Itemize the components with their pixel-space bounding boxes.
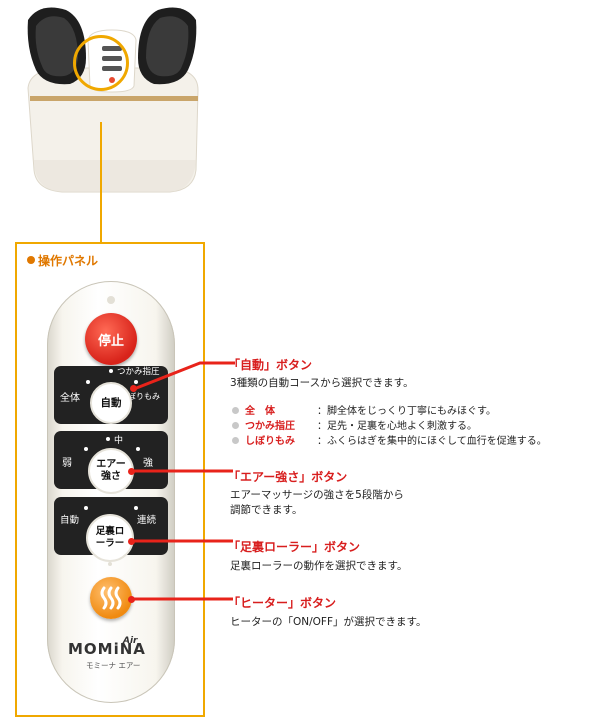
led-strong bbox=[136, 447, 140, 451]
heat-waves-icon bbox=[100, 586, 122, 610]
label-zentai: 全体 bbox=[60, 393, 80, 404]
brand-logo-subtitle: モミーナ エアー bbox=[86, 661, 141, 670]
panel-leader-line bbox=[100, 122, 102, 244]
air-heading: 「エアー強さ」ボタン bbox=[228, 470, 348, 484]
callout-dot-air bbox=[128, 468, 135, 475]
heater-description: ヒーターの「ON/OFF」が選択できます。 bbox=[230, 616, 427, 628]
product-illustration bbox=[27, 7, 199, 193]
bullet-icon bbox=[232, 422, 239, 429]
course-row-tsukami: つかみ指圧：足先・足裏を心地よく刺激する。 bbox=[232, 417, 477, 432]
led-tsukami bbox=[109, 369, 113, 373]
led-shibori bbox=[134, 380, 138, 384]
label-tsukami: つかみ指圧 bbox=[117, 367, 160, 377]
callout-line-roller bbox=[132, 539, 233, 543]
led-zentai bbox=[86, 380, 90, 384]
callout-dot-auto bbox=[130, 385, 137, 392]
callout-line-heater bbox=[132, 597, 233, 601]
led-roller-continuous bbox=[134, 506, 138, 510]
callout-line-auto bbox=[133, 361, 235, 391]
roller-description: 足裏ローラーの動作を選択できます。 bbox=[230, 560, 408, 572]
course-row-zentai: 全 体：脚全体をじっくり丁寧にもみほぐす。 bbox=[232, 402, 496, 417]
foot-roller-button[interactable]: 足裏ローラー bbox=[86, 514, 134, 562]
air-description-line1: エアーマッサージの強さを5段階から bbox=[230, 489, 404, 501]
air-description-line2: 調節できます。 bbox=[230, 504, 303, 516]
auto-description: 3種類の自動コースから選択できます。 bbox=[230, 377, 414, 389]
heater-button[interactable] bbox=[90, 577, 132, 619]
led-heater bbox=[108, 562, 112, 566]
panel-title: 操作パネル bbox=[27, 252, 98, 269]
brand-logo-air: Air bbox=[123, 636, 138, 646]
course-row-shibori: しぼりもみ：ふくらはぎを集中的にほぐして血行を促進する。 bbox=[232, 432, 547, 447]
callout-line-air bbox=[132, 469, 233, 473]
bullet-icon bbox=[232, 437, 239, 444]
roller-heading: 「足裏ローラー」ボタン bbox=[228, 540, 361, 554]
led-weak bbox=[84, 447, 88, 451]
bullet-icon bbox=[27, 256, 35, 264]
led-medium bbox=[106, 437, 110, 441]
label-shibori: しぼりもみ bbox=[120, 392, 160, 401]
auto-heading: 「自動」ボタン bbox=[228, 358, 313, 372]
auto-button[interactable]: 自動 bbox=[90, 382, 132, 424]
bullet-icon bbox=[232, 407, 239, 414]
callout-dot-heater bbox=[128, 596, 135, 603]
panel-highlight-circle bbox=[73, 35, 129, 91]
control-panel-frame bbox=[15, 242, 205, 717]
label-medium: 中 bbox=[114, 436, 124, 446]
label-roller-continuous: 連続 bbox=[137, 515, 157, 526]
indicator-light bbox=[107, 296, 115, 304]
stop-button[interactable]: 停止 bbox=[85, 313, 137, 365]
label-roller-auto: 自動 bbox=[60, 515, 80, 526]
callout-dot-roller bbox=[128, 538, 135, 545]
heater-heading: 「ヒーター」ボタン bbox=[228, 596, 337, 610]
led-roller-auto bbox=[84, 506, 88, 510]
brand-logo: MOMiNA bbox=[68, 640, 146, 658]
label-weak: 弱 bbox=[62, 458, 72, 469]
label-strong: 強 bbox=[143, 458, 153, 469]
